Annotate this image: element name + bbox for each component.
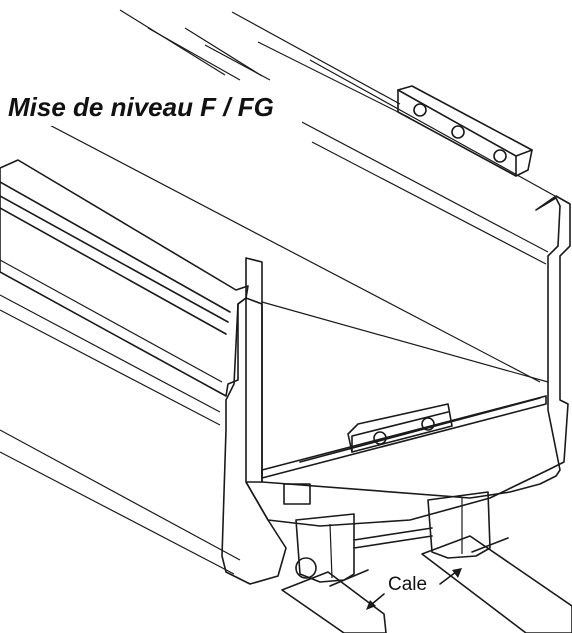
trough-interior	[39, 119, 549, 479]
title-backdrop	[2, 90, 302, 126]
far-wall-lines	[119, 9, 556, 265]
spirit-level-top	[397, 85, 533, 177]
left-wall	[0, 159, 311, 585]
support-feet	[295, 491, 491, 583]
shim-callout: Cale	[366, 568, 462, 610]
diagram-title: Mise de niveau F / FG	[8, 92, 274, 122]
right-wall-section	[245, 195, 571, 527]
shims	[281, 535, 572, 633]
shim-label: Cale	[388, 574, 427, 595]
spirit-level-bottom	[347, 403, 453, 453]
